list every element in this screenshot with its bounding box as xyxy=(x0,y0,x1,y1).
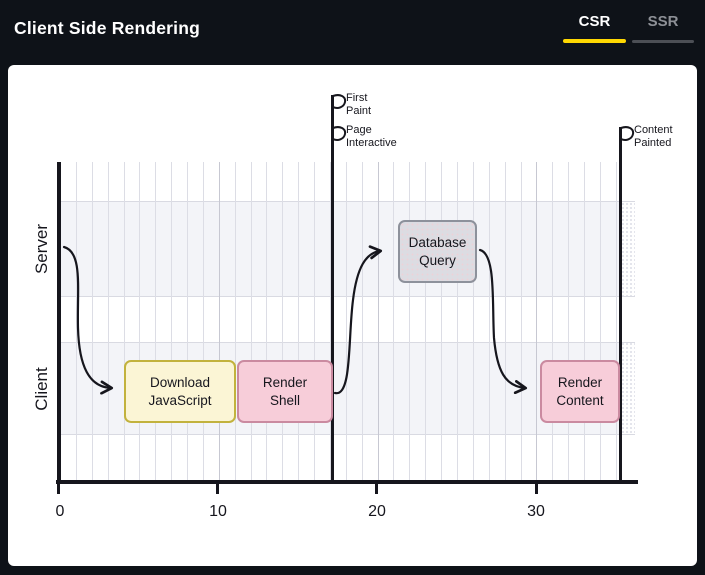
event-box-render-shell: Render Shell xyxy=(237,360,333,423)
tab-ssr-underline xyxy=(632,40,694,43)
v-gridline xyxy=(457,162,458,480)
tab-csr-label: CSR xyxy=(578,13,611,30)
v-gridline xyxy=(282,162,284,480)
x-axis-line xyxy=(56,480,638,484)
y-axis-line xyxy=(57,162,61,482)
v-gridline xyxy=(266,162,268,480)
v-gridline xyxy=(409,162,411,480)
event-box-render-content: Render Content xyxy=(540,360,620,423)
v-gridline xyxy=(393,162,395,480)
v-gridline xyxy=(425,162,427,480)
v-gridline xyxy=(488,162,490,480)
h-gridline xyxy=(60,201,635,202)
v-gridline xyxy=(202,162,204,480)
v-gridline xyxy=(298,162,300,480)
v-gridline xyxy=(536,162,538,480)
v-gridline xyxy=(123,162,125,480)
x-tick xyxy=(57,481,60,494)
v-gridline xyxy=(552,162,554,480)
flag-icon-page-interactive xyxy=(332,126,347,141)
x-tick xyxy=(375,481,378,494)
flag-icon-first-paint xyxy=(332,94,347,109)
header: Client Side Rendering CSR SSR xyxy=(0,0,705,65)
x-tick-label-30: 30 xyxy=(527,503,545,520)
milestone-line-first-paint xyxy=(331,95,334,482)
x-tick xyxy=(535,481,538,494)
event-label: Render Content xyxy=(556,374,604,408)
h-gridline xyxy=(60,296,635,297)
tab-ssr-label: SSR xyxy=(647,13,679,30)
v-gridline xyxy=(504,162,506,480)
tab-csr[interactable]: CSR xyxy=(563,13,626,43)
milestone-line-content-painted xyxy=(619,127,622,482)
x-tick-label-20: 20 xyxy=(368,503,386,520)
v-gridline xyxy=(377,162,379,480)
v-gridline xyxy=(361,162,363,480)
event-label: Database Query xyxy=(408,234,467,268)
page-title: Client Side Rendering xyxy=(14,18,201,38)
tab-ssr[interactable]: SSR xyxy=(632,13,694,43)
x-tick-label-10: 10 xyxy=(209,503,227,520)
v-gridline xyxy=(155,162,157,480)
v-gridline xyxy=(314,162,316,480)
v-gridline xyxy=(568,162,570,480)
v-gridline xyxy=(75,162,77,480)
v-gridline xyxy=(187,162,189,480)
v-gridline xyxy=(599,162,601,480)
server-band-fade xyxy=(621,202,635,296)
event-label: Download JavaScript xyxy=(148,374,212,408)
lane-label-client: Client xyxy=(32,367,51,411)
v-gridline xyxy=(584,162,586,480)
v-gridline xyxy=(345,162,347,480)
v-gridline xyxy=(615,162,617,480)
milestone-label-content-painted: Content Painted xyxy=(634,124,673,149)
v-gridline xyxy=(218,162,220,480)
event-box-download-javascript: Download JavaScript xyxy=(124,360,236,423)
v-gridline xyxy=(107,162,109,480)
client-band-fade xyxy=(621,342,635,435)
h-gridline xyxy=(60,434,635,435)
event-box-database-query: Database Query xyxy=(398,220,477,283)
flag-icon-content-painted xyxy=(620,126,635,141)
v-gridline xyxy=(234,162,236,480)
v-gridline xyxy=(91,162,93,480)
x-tick-label-0: 0 xyxy=(55,503,65,520)
event-label: Render Shell xyxy=(262,374,308,408)
h-gridline xyxy=(60,342,635,343)
v-gridline xyxy=(139,162,141,480)
v-gridline xyxy=(329,162,331,480)
v-gridline xyxy=(441,162,443,480)
tab-csr-active-underline xyxy=(563,39,626,43)
x-tick xyxy=(216,481,219,494)
v-gridline xyxy=(171,162,173,480)
milestone-label-page-interactive: Page Interactive xyxy=(346,124,397,149)
lane-label-server: Server xyxy=(32,223,51,275)
v-gridline xyxy=(250,162,252,480)
milestone-label-first-paint: First Paint xyxy=(346,92,372,117)
v-gridline xyxy=(472,162,474,480)
v-gridline xyxy=(520,162,522,480)
